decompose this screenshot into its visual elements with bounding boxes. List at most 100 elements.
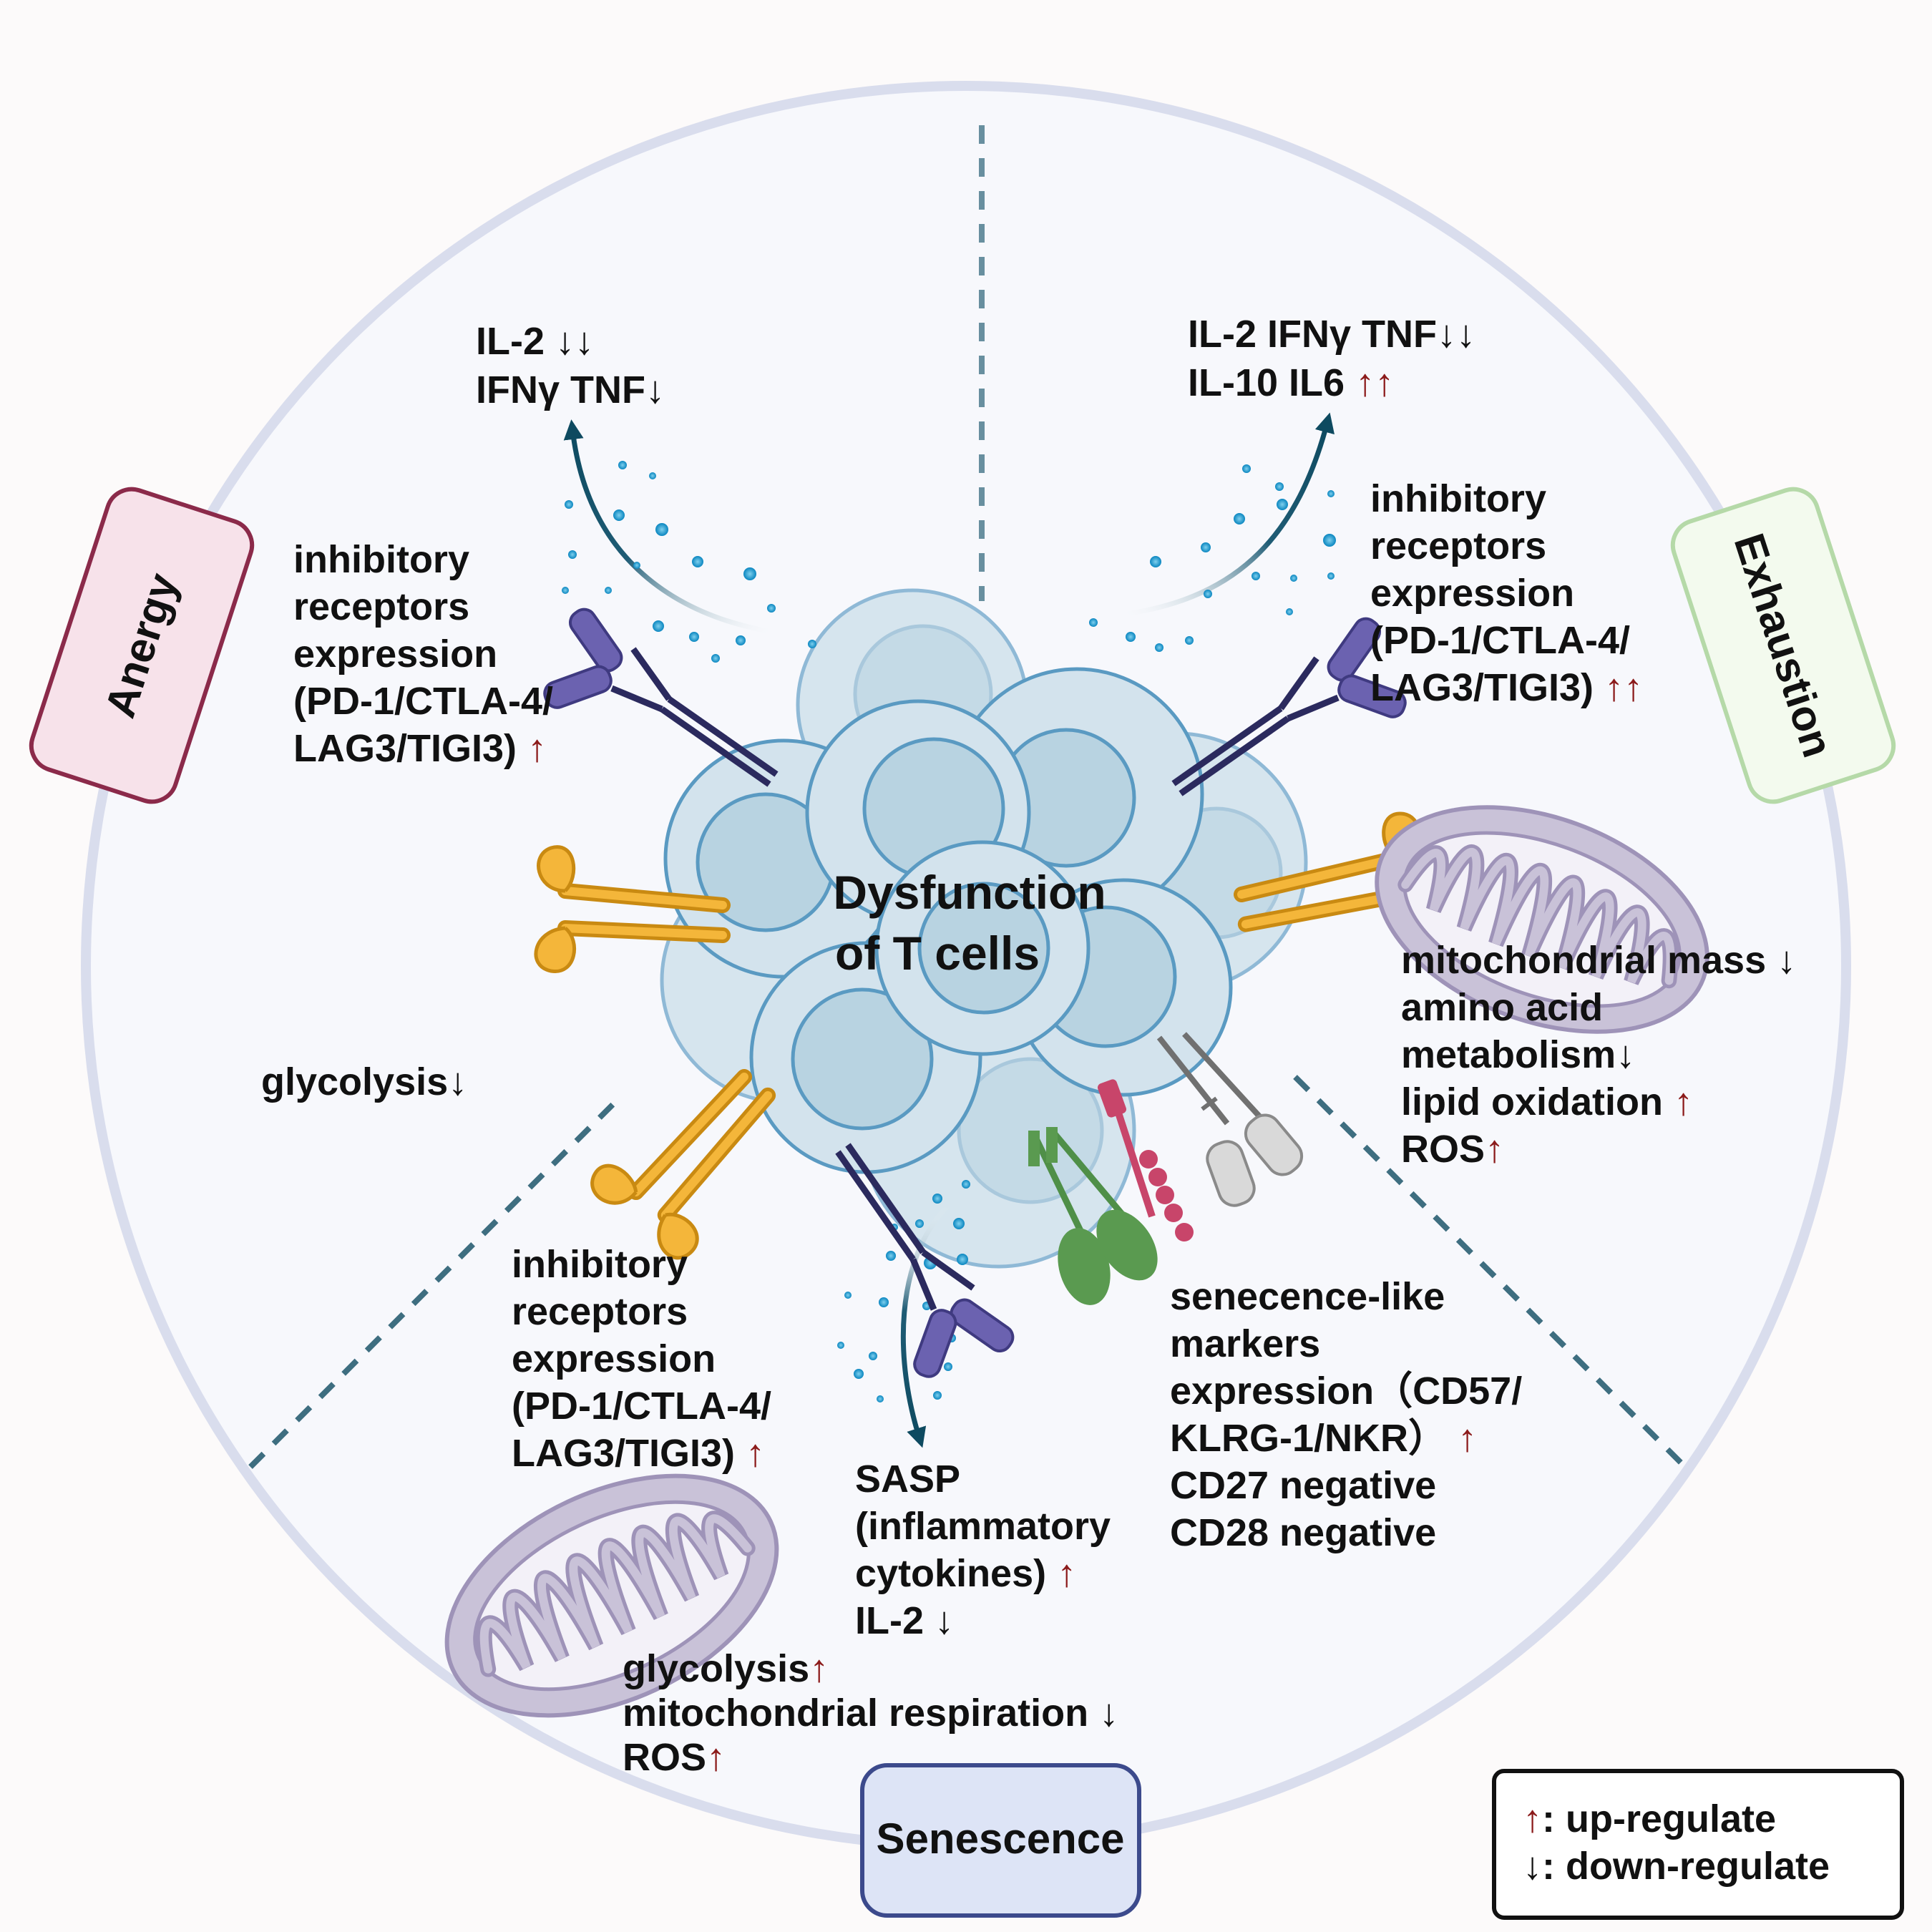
label-text: receptors	[512, 1290, 688, 1333]
cytokine-dots	[562, 461, 1336, 1402]
tb-exh-met-line: lipid oxidation ↑	[1401, 1080, 1693, 1123]
label-text: (PD-1/CTLA-4/	[512, 1385, 771, 1428]
anergy-cytokines-text: IL-2 ↓↓IFNγ TNF↓	[476, 320, 665, 411]
down-arrow-icon: ↓	[645, 369, 665, 411]
label-text: inhibitory	[1370, 477, 1546, 520]
label-text: mitochondrial respiration	[623, 1692, 1099, 1735]
label-text: IL-10 IL6	[1188, 361, 1355, 404]
label-text: ROS	[1401, 1128, 1485, 1171]
tb-exh-met-line: amino acid	[1401, 986, 1603, 1029]
up-arrow-icon: ↑↑	[1604, 666, 1643, 709]
exhaustion-secretion-arrow	[1116, 412, 1335, 618]
label-text: : up-regulate	[1542, 1797, 1776, 1840]
label-text: receptors	[1370, 525, 1546, 567]
label-text: markers	[1170, 1322, 1320, 1365]
tb-sen-sasp-line: (inflammatory	[855, 1505, 1111, 1548]
label-text: (PD-1/CTLA-4/	[293, 680, 553, 723]
tb-exh-rec-line: inhibitory	[1370, 477, 1546, 520]
label-text: : down-regulate	[1542, 1845, 1830, 1888]
tb-anergy-rec-line: inhibitory	[293, 538, 469, 581]
tb-sen-sasp-line: cytokines) ↑	[855, 1552, 1076, 1595]
tb-sen-sasp-line: SASP	[855, 1458, 960, 1501]
exhaustion-receptors-text: inhibitoryreceptorsexpression(PD-1/CTLA-…	[1370, 477, 1643, 709]
senescence-secretion-arrow	[900, 1204, 950, 1448]
label-text: (inflammatory	[855, 1505, 1111, 1548]
label-text: inhibitory	[293, 538, 469, 581]
tb-exh-rec-line: receptors	[1370, 525, 1546, 567]
label-text: expression	[293, 633, 497, 675]
tb-exh-met-line: ROS↑	[1401, 1128, 1504, 1171]
down-arrow-icon: ↓	[448, 1060, 467, 1103]
tb-sen-mark-line: senecence-like	[1170, 1275, 1445, 1318]
down-arrow-icon: ↓	[1616, 1033, 1635, 1076]
label-text: LAG3/TIGI3)	[293, 727, 527, 770]
label-text: lipid oxidation	[1401, 1080, 1674, 1123]
down-arrow-icon: ↓	[1523, 1845, 1542, 1888]
tb-anergy-rec-line: (PD-1/CTLA-4/	[293, 680, 553, 723]
tb-legend-line: ↓: down-regulate	[1523, 1845, 1830, 1888]
down-arrow-icon: ↓↓	[1437, 313, 1475, 356]
exhaustion-tag: Exhaustion	[1670, 487, 1896, 804]
tb-exh-rec-line: expression	[1370, 572, 1574, 615]
tb-sen-sasp-line: IL-2 ↓	[855, 1599, 954, 1642]
t-cell-cluster	[660, 588, 1308, 1269]
label-text: expression	[1370, 572, 1574, 615]
label-text: KLRG-1/NKR）	[1170, 1417, 1458, 1460]
down-arrow-icon: ↓↓	[555, 320, 594, 363]
tb-sen-mark-line: CD27 negative	[1170, 1464, 1436, 1507]
up-arrow-icon: ↑	[809, 1647, 829, 1690]
senescence-tag: Senescence	[860, 1763, 1141, 1918]
tb-sen-rec-line: receptors	[512, 1290, 688, 1333]
tb-exh-met-line: metabolism↓	[1401, 1033, 1635, 1076]
label-text: IL-2 IFNγ TNF	[1188, 313, 1437, 356]
tb-exh-rec-line: LAG3/TIGI3) ↑↑	[1370, 666, 1643, 709]
tb-anergy-rec-line: LAG3/TIGI3) ↑	[293, 727, 547, 770]
down-arrow-icon: ↓	[1099, 1692, 1118, 1735]
up-arrow-icon: ↑	[527, 727, 547, 770]
label-text: LAG3/TIGI3)	[512, 1432, 746, 1475]
anergy-metabolism-text: glycolysis↓	[261, 1060, 467, 1103]
up-arrow-icon: ↑↑	[1355, 361, 1394, 404]
label-text: senecence-like	[1170, 1275, 1445, 1318]
sector-dividers	[248, 125, 1687, 1469]
tb-sen-rec-line: (PD-1/CTLA-4/	[512, 1385, 771, 1428]
label-text: IFNγ TNF	[476, 369, 645, 411]
legend-items: ↑: up-regulate ↓: down-regulate	[1523, 1797, 1830, 1888]
legend: ↑: up-regulate ↓: down-regulate	[1492, 1769, 1904, 1920]
up-arrow-icon: ↑	[706, 1736, 726, 1779]
tb-sen-rec-line: expression	[512, 1337, 716, 1380]
label-text: expression	[512, 1337, 716, 1380]
tb-anergy-rec-line: expression	[293, 633, 497, 675]
label-text: CD28 negative	[1170, 1511, 1436, 1554]
tb-sen-rec-line: inhibitory	[512, 1243, 688, 1286]
label-text: CD27 negative	[1170, 1464, 1436, 1507]
exhaustion-metabolism-text: mitochondrial mass ↓amino acidmetabolism…	[1401, 939, 1796, 1171]
tb-sen-met-line: glycolysis↑	[623, 1647, 829, 1690]
tb-sen-mark-line: markers	[1170, 1322, 1320, 1365]
tb-exh-met-line: mitochondrial mass ↓	[1401, 939, 1796, 982]
label-text: receptors	[293, 585, 469, 628]
up-arrow-icon: ↑	[1057, 1552, 1076, 1595]
label-text: glycolysis	[623, 1647, 809, 1690]
exhaustion-cytokines-text: IL-2 IFNγ TNF↓↓ IL-10 IL6 ↑↑	[1188, 313, 1475, 404]
up-arrow-icon: ↑	[746, 1432, 765, 1475]
tb-sen-mark-line: KLRG-1/NKR） ↑	[1170, 1417, 1477, 1460]
label-text: metabolism	[1401, 1033, 1616, 1076]
tb-exh-cyt-line: IL-2 IFNγ TNF↓↓	[1188, 313, 1475, 356]
down-arrow-icon: ↓	[1777, 939, 1796, 982]
tb-anergy-rec-line: receptors	[293, 585, 469, 628]
tb-legend-line: ↑: up-regulate	[1523, 1797, 1776, 1840]
tb-sen-mark-line: CD28 negative	[1170, 1511, 1436, 1554]
label-text: expression（CD57/	[1170, 1370, 1522, 1413]
anergy-tag: Anergy	[29, 487, 255, 804]
senescence-label: Senescence	[877, 1815, 1125, 1863]
label-text: amino acid	[1401, 986, 1603, 1029]
tb-exh-cyt-line: IL-10 IL6 ↑↑	[1188, 361, 1394, 404]
tb-anergy-cyt-line: IFNγ TNF↓	[476, 369, 665, 411]
label-text: cytokines)	[855, 1552, 1057, 1595]
